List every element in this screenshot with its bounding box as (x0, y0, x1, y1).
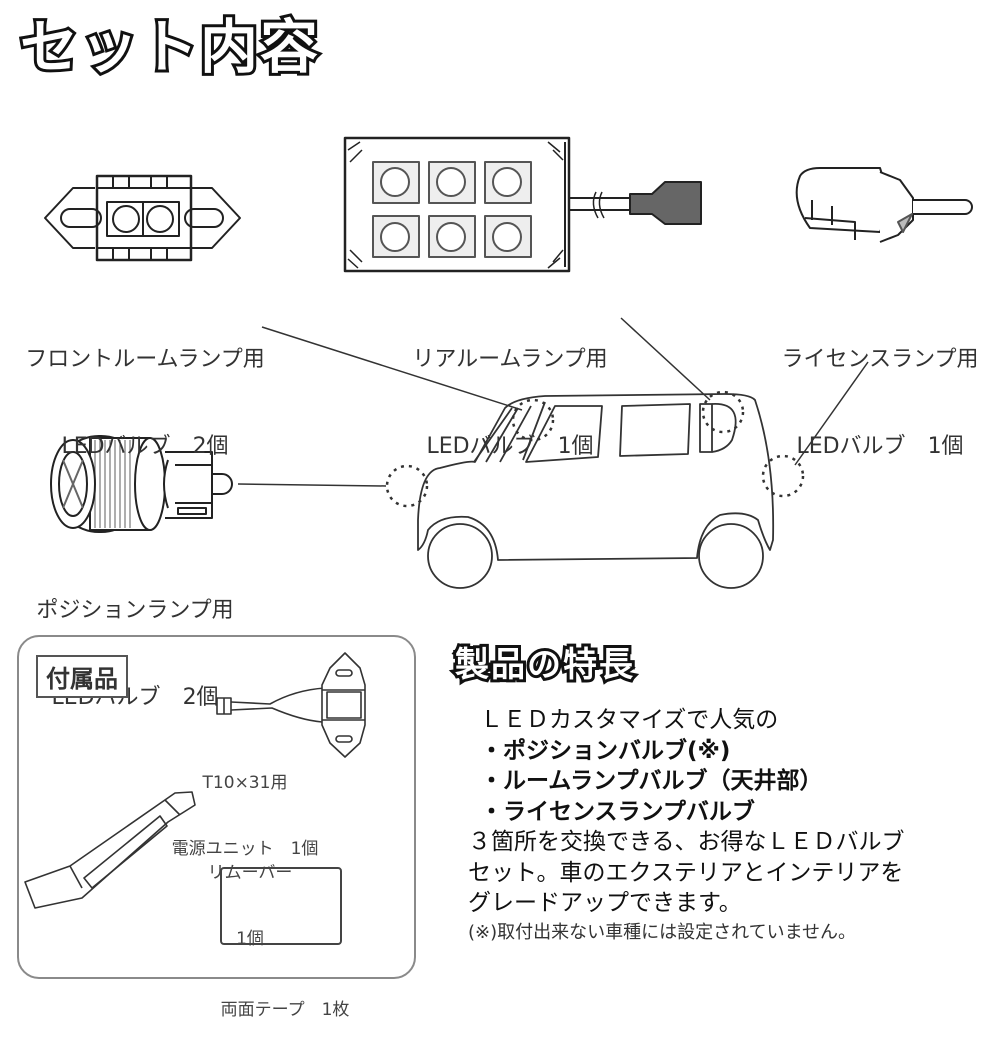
double-sided-tape-icon (220, 867, 342, 945)
accessories-panel (17, 635, 416, 979)
product-name: ポジションランプ用 (36, 598, 234, 623)
accessory-caption-remover: リムーバー 1個 (207, 863, 293, 949)
product-type-qty: LEDバルブ 2個 (61, 434, 229, 459)
accessories-label: 付属品 (36, 655, 128, 698)
features-body-line: セット。車のエクステリアとインテリアを (468, 859, 904, 886)
leader-lines (237, 317, 869, 487)
features-text: ＬＥＤカスタマイズで人気の ・ポジションバルブ(※) ・ルームランプバルブ（天井… (468, 705, 990, 947)
product-name: フロントルームランプ用 (25, 347, 265, 372)
product-caption-front-room: フロントルームランプ用 LEDバルブ 2個 (0, 287, 290, 490)
feature-bullet: ・ポジションバルブ(※) (480, 737, 731, 764)
led-panel-icon (343, 136, 702, 273)
callout-license (761, 454, 805, 498)
t10-bulb-icon (50, 435, 233, 533)
festoon-bulb-icon (44, 174, 241, 262)
page-title: セット内容 (17, 10, 321, 84)
callout-position (385, 464, 429, 508)
features-note: (※)取付出来ない車種には設定されていません。 (468, 921, 857, 943)
callout-front-room (511, 398, 555, 442)
features-title: 製品の特長 (452, 642, 636, 688)
features-body-line: ３箇所を交換できる、お得なＬＥＤバルブ (468, 829, 905, 855)
product-name: ライセンスランプ用 (781, 347, 979, 372)
feature-bullet: ・ルームランプバルブ（天井部） (480, 768, 823, 794)
product-name: リアルームランプ用 (412, 347, 608, 372)
product-type-qty: LEDバルブ 1個 (796, 434, 964, 459)
illustration-layer (24, 136, 973, 945)
feature-bullet: ・ライセンスランプバルブ (480, 798, 755, 825)
remover-tool-icon (24, 791, 196, 909)
features-intro: ＬＥＤカスタマイズで人気の (480, 707, 779, 733)
accessory-caption-power-unit: T10×31用 電源ユニット 1個 (171, 773, 319, 859)
accessory-caption-tape: 両面テープ 1枚 (220, 1000, 350, 1020)
product-type-qty: LEDバルブ 1個 (426, 434, 594, 459)
wedge-bulb-icon (795, 167, 973, 243)
car-outline-icon (385, 390, 805, 589)
features-body-line: グレードアップできます。 (468, 890, 742, 916)
callout-rear-room (701, 390, 745, 434)
power-unit-icon (216, 652, 366, 758)
product-caption-rear-room: リアルームランプ用 LEDバルブ 1個 (375, 287, 645, 490)
product-caption-license: ライセンスランプ用 LEDバルブ 1個 (760, 287, 1000, 490)
